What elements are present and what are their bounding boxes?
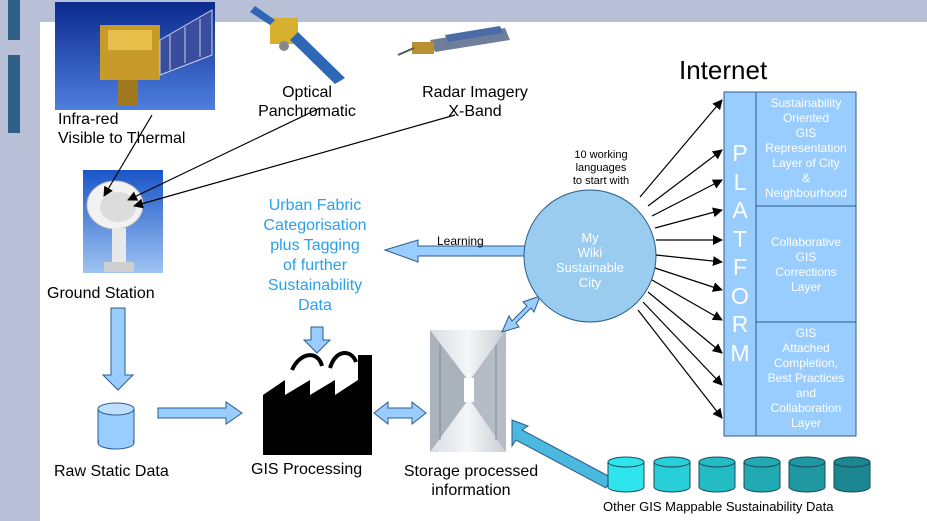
platform-letter: P	[732, 140, 748, 166]
platform-letter: O	[731, 282, 749, 309]
platform-layer-box	[755, 321, 857, 437]
server-room-icon	[430, 330, 506, 452]
signal-arrow	[127, 107, 321, 201]
flow-arrow	[373, 400, 427, 426]
satellite-icon	[397, 26, 510, 56]
platform-column	[723, 91, 757, 437]
storage-label: Storage processed information	[403, 463, 539, 499]
platform-letter: R	[731, 311, 749, 337]
database-cylinder-icon	[833, 456, 871, 493]
sidebar-strip	[0, 0, 40, 521]
sidebar-accent-mid	[8, 55, 20, 133]
learning-label: Learning	[437, 234, 484, 248]
database-cylinder-icon	[607, 456, 645, 493]
internet-title: Internet	[679, 55, 768, 85]
platform-arrows	[637, 99, 723, 419]
radar-label: Radar Imagery X-Band	[422, 84, 528, 120]
platform-layer-box	[755, 205, 857, 323]
infrared-label: Infra-red Visible to Thermal	[58, 111, 186, 147]
gis-processing-label: GIS Processing	[251, 461, 363, 478]
satellite-icon	[250, 6, 345, 84]
platform-layer-1: Sustainability Oriented GIS Representati…	[764, 96, 848, 200]
platform-letter: M	[730, 339, 750, 366]
satellite-dish-icon	[83, 170, 163, 273]
platform-letter: T	[732, 225, 748, 252]
database-cylinder-icon	[743, 456, 781, 493]
platform-layer-box	[755, 91, 857, 207]
factory-icon	[263, 351, 372, 455]
ground-station-label: Ground Station	[47, 285, 155, 302]
signal-arrow	[103, 114, 153, 197]
satellite-icon	[55, 2, 215, 110]
wiki-circle	[523, 189, 657, 323]
database-cylinder-icon	[698, 456, 736, 493]
flow-arrow	[302, 326, 332, 354]
platform-layer-2: Collaborative GIS Corrections Layer	[770, 235, 842, 294]
optical-label: Optical Panchromatic	[258, 84, 356, 120]
platform-letter: A	[732, 197, 748, 223]
raw-static-data-label: Raw Static Data	[54, 463, 169, 480]
data-cylinders	[607, 456, 871, 493]
flow-arrow	[101, 307, 135, 391]
working-languages-label: 10 working languages to start with	[572, 149, 630, 187]
signal-arrow	[133, 114, 456, 209]
urban-fabric-label: Urban Fabric Categorisation plus Tagging…	[263, 197, 367, 314]
flow-arrow	[157, 401, 243, 425]
sidebar-accent-top	[8, 0, 20, 40]
database-cylinder-icon	[97, 402, 135, 450]
platform-letter: L	[733, 168, 747, 195]
flow-arrow	[501, 295, 541, 333]
database-cylinder-icon	[788, 456, 826, 493]
platform-letter: F	[732, 254, 748, 280]
database-cylinder-icon	[653, 456, 691, 493]
platform-layer-3: GIS Attached Completion, Best Practices …	[767, 326, 845, 430]
wiki-label: My Wiki Sustainable City	[556, 230, 624, 290]
sidebar-strip-top	[0, 0, 927, 22]
other-gis-label: Other GIS Mappable Sustainability Data	[603, 499, 834, 514]
